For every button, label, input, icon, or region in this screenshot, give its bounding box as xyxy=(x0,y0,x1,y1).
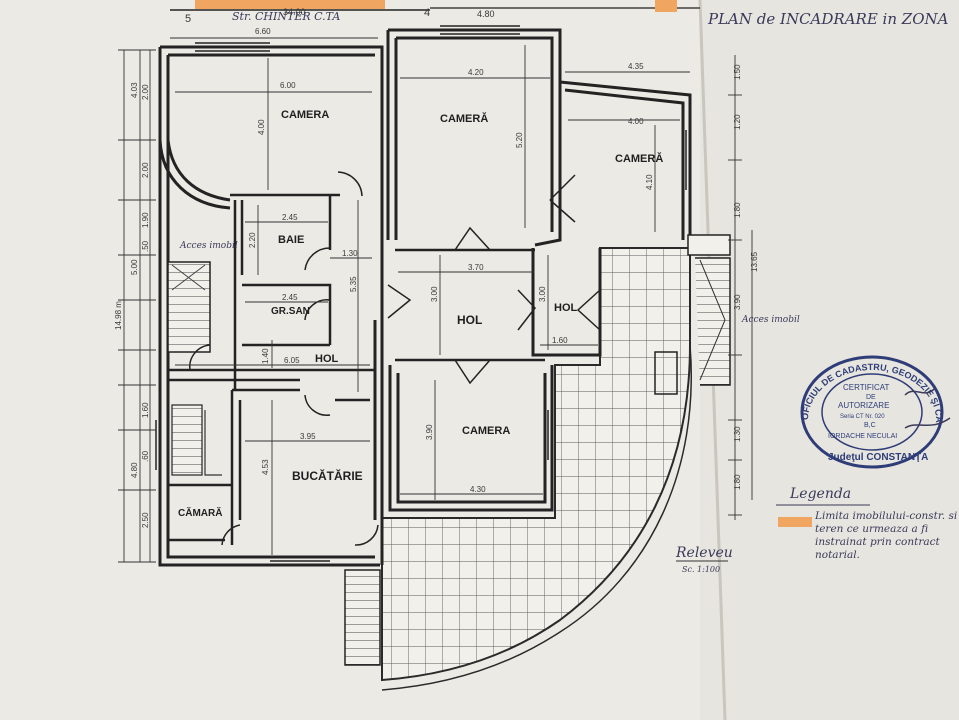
dim-660: 6.60 xyxy=(255,27,271,36)
room-hol-corridor: HOL xyxy=(315,353,339,365)
legend-item-text: Limita imobilului-constr. si teren ce ur… xyxy=(815,510,958,561)
dim-220: 2.20 xyxy=(248,232,257,248)
dim-l-403: 4.03 xyxy=(130,82,139,98)
terrace-stairs xyxy=(344,569,381,666)
right-entrance-stairs xyxy=(687,234,731,256)
dim-390: 3.90 xyxy=(425,424,434,440)
room-hol-small: HOL xyxy=(554,302,578,314)
stamp-series: Seria CT Nr. 020 xyxy=(840,414,885,420)
dim-r-150: 1.50 xyxy=(733,64,742,80)
dim-left-total: 14.98 m xyxy=(114,301,123,330)
label-acces-right: Acces imobil xyxy=(741,315,800,325)
stamp-county: Judeţul CONSTANŢA xyxy=(828,452,928,463)
room-camara: CĂMARĂ xyxy=(178,506,222,519)
stamp-line2: DE xyxy=(866,394,876,401)
stamp-name: IORDACHE NECULAI xyxy=(828,433,897,440)
top-right-orange-box xyxy=(655,0,677,12)
dim-l-200b: 2.00 xyxy=(141,162,150,178)
dim-520: 5.20 xyxy=(515,132,524,148)
dim-535: 5.35 xyxy=(349,276,358,292)
room-baie: BAIE xyxy=(278,234,304,246)
dim-r-120: 1.20 xyxy=(733,114,742,130)
dim-l-500: 5.00 xyxy=(130,259,139,275)
dim-r-130: 1.30 xyxy=(733,426,742,442)
dim-r-390: 3.90 xyxy=(733,294,742,310)
paper-right-page xyxy=(700,0,959,720)
svg-text:4: 4 xyxy=(424,7,430,19)
dim-600: 6.00 xyxy=(280,81,296,90)
room-bucatarie: BUCĂTĂRIE xyxy=(292,468,363,483)
dim-l-480: 4.80 xyxy=(130,462,139,478)
dim-245b: 2.45 xyxy=(282,293,298,302)
dim-435: 4.35 xyxy=(628,62,644,71)
dim-l-050: .50 xyxy=(141,240,150,252)
dim-r-1365: 13.65 xyxy=(750,251,759,272)
drawing-title: Releveu xyxy=(675,545,733,561)
dim-395: 3.95 xyxy=(300,432,316,441)
dim-453: 4.53 xyxy=(261,459,270,475)
legend-orange-swatch xyxy=(778,517,812,527)
dim-140: 1.40 xyxy=(261,348,270,364)
room-camera-s: CAMERA xyxy=(462,425,510,437)
street-label: Str. CHINTER C.TA xyxy=(232,10,340,23)
dim-r-180: 1.80 xyxy=(733,202,742,218)
dim-top-total: 34.00 xyxy=(283,7,306,17)
dim-420: 4.20 xyxy=(468,68,484,77)
stamp-line3: AUTORIZARE xyxy=(838,401,889,410)
dim-300b: 3.00 xyxy=(538,286,547,302)
dim-l-190: 1.90 xyxy=(141,212,150,228)
dim-370: 3.70 xyxy=(468,263,484,272)
dim-245a: 2.45 xyxy=(282,213,298,222)
stamp-class: B,C xyxy=(864,422,876,429)
room-gr-san: GR.SAN xyxy=(271,306,310,317)
drawing-scale: Sc. 1:100 xyxy=(682,565,720,574)
svg-text:5: 5 xyxy=(185,13,191,25)
dim-160: 1.60 xyxy=(552,336,568,345)
dim-400: 4.00 xyxy=(257,119,266,135)
dim-l-160: 1.60 xyxy=(141,402,150,418)
dim-l-200a: 2.00 xyxy=(141,84,150,100)
legend-title: Legenda xyxy=(789,486,851,502)
dim-300a: 3.00 xyxy=(430,286,439,302)
label-acces-left: Acces imobil xyxy=(179,241,238,251)
dim-430: 4.30 xyxy=(470,485,486,494)
bay-window xyxy=(166,139,231,202)
dim-l-060: .60 xyxy=(141,450,150,462)
dim-l-250: 2.50 xyxy=(141,512,150,528)
dim-605: 6.05 xyxy=(284,356,300,365)
interior-stairs xyxy=(171,404,203,476)
room-camera-ne: CAMERĂ xyxy=(615,152,663,165)
sheet-title: PLAN de INCADRARE in ZONA xyxy=(707,10,949,28)
dim-410: 4.10 xyxy=(645,174,654,190)
dim-r-180b: 1.80 xyxy=(733,474,742,490)
room-camera-nw: CAMERA xyxy=(281,109,329,121)
room-camera-n: CAMERĂ xyxy=(440,112,488,125)
room-hol-main: HOL xyxy=(457,313,482,327)
top-orange-strip xyxy=(195,0,385,9)
dim-130: 1.30 xyxy=(342,249,358,258)
stamp-line1: CERTIFICAT xyxy=(843,383,889,392)
dim-400b: 4.00 xyxy=(628,117,644,126)
dim-top-right: 4.80 xyxy=(477,9,495,19)
entrance-stairs xyxy=(167,261,211,353)
